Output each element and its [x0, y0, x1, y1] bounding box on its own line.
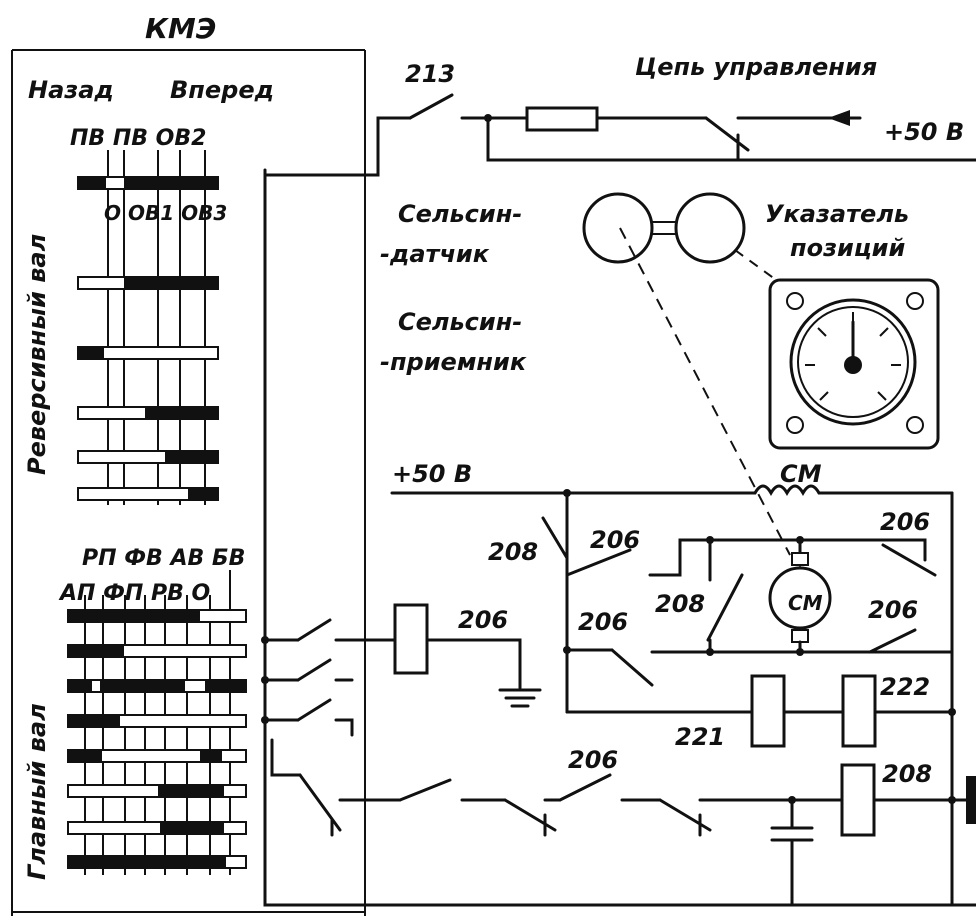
selsyn-sensor-label-2: -датчик: [380, 240, 490, 268]
position-indicator-label-2: позиций: [790, 234, 905, 262]
forward-label: Вперед: [170, 76, 274, 104]
contact-206e-label: 206: [568, 746, 618, 774]
contact-208b-label: 208: [655, 590, 705, 618]
reverse-top-labels: ПВ ПВ ОВ2: [70, 126, 206, 151]
fuse: [525, 106, 599, 132]
sm-coil-label: СМ: [780, 460, 822, 488]
reverse-shaft-label: Реверсивный вал: [23, 234, 51, 475]
kmz-title: КМЭ: [145, 12, 216, 45]
reverse-shaft-drum: [77, 150, 219, 505]
relay-221-label: 221: [675, 723, 725, 751]
contact-213-label: 213: [405, 60, 455, 88]
selsyn-sensor-label-1: Сельсин-: [398, 200, 522, 228]
control-circuit-label: Цепь управления: [635, 53, 877, 81]
plus50-top-label: +50 В: [884, 118, 964, 146]
selsyn-receiver-label-2: -приемник: [380, 348, 527, 376]
selsyn-pair: [582, 192, 791, 556]
relay-206-label: 206: [458, 606, 508, 634]
relay-208-label: 208: [882, 760, 932, 788]
position-indicator-label-1: Указатель: [765, 200, 909, 228]
input-arrow: [828, 110, 850, 126]
plus50-mid-label: +50 В: [392, 460, 472, 488]
reverse-mid-labels: О ОВ1 ОВ3: [104, 201, 227, 225]
sm-motor: [768, 566, 832, 630]
position-indicator-dial: [768, 278, 940, 450]
selsyn-receiver-label-1: Сельсин-: [398, 308, 522, 336]
main-top-labels: РП ФВ АВ БВ: [82, 546, 245, 571]
kmz-panel: [11, 49, 366, 916]
contact-206c-label: 206: [578, 608, 628, 636]
motor-circuit-wires: [261, 484, 976, 907]
main-shaft-label: Главный вал: [23, 703, 51, 880]
contact-206a-label: 206: [590, 526, 640, 554]
main-shaft-drum: [67, 570, 247, 875]
back-label: Назад: [28, 76, 114, 104]
contact-206b-label: 206: [880, 508, 930, 536]
sm-motor-label: СМ: [788, 591, 823, 615]
relay-222-label: 222: [880, 673, 930, 701]
main-mid-labels: АП ФП РВ О: [58, 581, 210, 606]
control-circuit-wires: [263, 93, 976, 907]
contact-206d-label: 206: [868, 596, 918, 624]
contact-208a-label: 208: [488, 538, 538, 566]
